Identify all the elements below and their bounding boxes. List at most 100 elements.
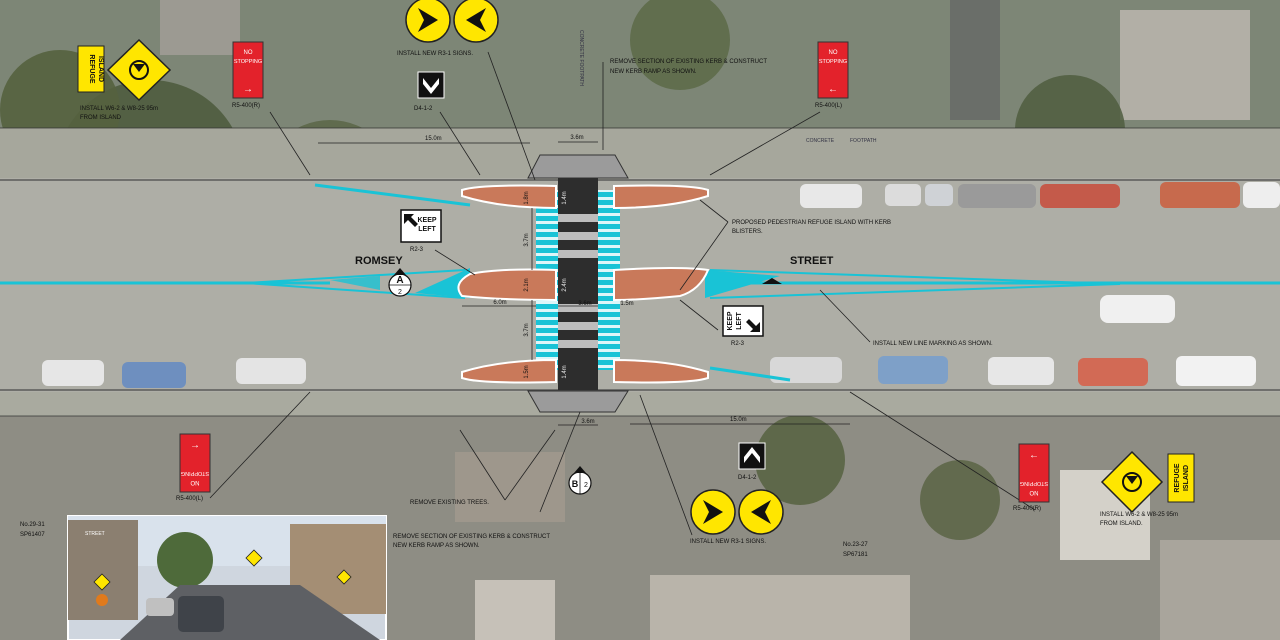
crossing-stripe: [558, 214, 598, 222]
no-stopping-plate: [179, 433, 211, 493]
refuge-plate-right-line1: REFUGE: [1174, 463, 1181, 493]
leader: [819, 289, 871, 343]
refuge-island-sign-right: REFUGE ISLAND: [1100, 450, 1195, 514]
leader: [439, 111, 481, 176]
blister-south-west: [461, 358, 557, 384]
d4-plate: [417, 71, 445, 99]
d4-1-2-sign-top: [417, 71, 445, 99]
parked-car: [236, 358, 306, 384]
crossing-stripe: [558, 340, 598, 348]
leader: [849, 391, 1036, 511]
leader: [699, 199, 729, 223]
refuge-plate-right-line2: ISLAND: [1183, 465, 1190, 491]
chevron-right-icon: [418, 8, 438, 32]
crossing-stripe: [558, 322, 598, 330]
dim-text-21m: 2.1m: [524, 278, 530, 291]
dim-text-15m-bottom: 15.0m: [730, 417, 747, 423]
note-kerb-top-1: REMOVE SECTION OF EXISTING KERB & CONSTR…: [610, 59, 767, 65]
crossing-stripe: [558, 232, 598, 240]
chevron-hatch-west-small: [330, 276, 380, 290]
arrow-right-icon: →: [243, 84, 253, 95]
north-building-3: [1120, 10, 1250, 120]
no-stopping-line1-inverted: NO: [1029, 489, 1038, 495]
parked-car: [42, 360, 104, 386]
parked-car: [1078, 358, 1148, 386]
note-line-marking: INSTALL NEW LINE MARKING AS SHOWN.: [873, 341, 993, 347]
approach-line-nw: [314, 183, 471, 207]
note-install-w62-right-1: INSTALL W6-2 & W8-25 95m: [1100, 512, 1178, 518]
south-building-1: [455, 452, 565, 522]
note-install-r31-top: INSTALL NEW R3-1 SIGNS.: [397, 51, 473, 57]
keep-left-line1: KEEP: [727, 311, 734, 330]
refuge-island-sign-left: REFUGE ISLAND: [77, 38, 172, 102]
section-marker-b[interactable]: B 2: [568, 466, 592, 495]
r3-1-signs-bottom: [690, 489, 784, 535]
keep-left-line1: KEEP: [417, 217, 436, 224]
leader: [434, 249, 476, 276]
leader-lines: [209, 51, 1036, 536]
label-d4-top: D4-1-2: [414, 106, 433, 112]
no-stopping-sign-bottom-left: → STOPPING NO: [179, 433, 211, 493]
parked-cars: [42, 182, 1280, 388]
crossing-dark-band: [558, 178, 598, 390]
pedestrian-warning-icon: [1122, 472, 1142, 492]
photo-pedestrian-sign: [93, 573, 111, 591]
keep-left-sign-right: KEEP LEFT: [722, 305, 764, 337]
photo-car: [146, 598, 174, 616]
dim-text-60m: 6.0m: [493, 300, 506, 306]
chevron-down-icon: [423, 78, 439, 94]
dimension-text: 15.0m 3.6m 3.6m 3.6m 15.0m 6.0m 1.5m 3.7…: [425, 135, 747, 425]
approach-line-se: [709, 366, 791, 382]
label-lot-left-2: SP61407: [20, 532, 45, 538]
kerb-ramp-south: [527, 390, 629, 413]
no-stopping-sign-top-right: NO STOPPING ←: [817, 41, 849, 99]
note-remove-trees: REMOVE EXISTING TREES.: [410, 500, 489, 506]
no-stopping-line2: STOPPING: [819, 59, 847, 65]
keep-left-line2: LEFT: [736, 312, 743, 330]
taper-east-lower: [709, 283, 1121, 299]
label-lot-right-2: SP67181: [843, 552, 868, 558]
label-r5-400l-top: R5-400(L): [815, 103, 842, 109]
refuge-islands: [457, 184, 710, 384]
leader: [209, 391, 311, 499]
taper-west-upper: [244, 269, 466, 284]
crossing-stripe: [558, 304, 598, 312]
south-building-5: [475, 580, 555, 640]
leader: [487, 51, 536, 181]
label-concrete-footpath-vertical: CONCRETE FOOTPATH: [578, 30, 584, 86]
photo-pedestrian-sign: [245, 549, 263, 567]
parked-car: [1160, 182, 1240, 208]
chevron-right-icon: [703, 500, 723, 524]
dim-text-36m-bottom: 3.6m: [581, 419, 594, 425]
pedestrian-warning-figure: [1126, 476, 1138, 484]
label-lot-right-1: No.23-27: [843, 542, 868, 548]
street-name-left: ROMSEY: [355, 255, 403, 267]
arrow-left-icon: ←: [828, 84, 838, 95]
taper-west-lower: [244, 282, 466, 299]
north-building-1: [160, 0, 240, 55]
island-east: [613, 267, 710, 302]
arrow-right-icon: →: [190, 440, 200, 451]
street-photo-inset[interactable]: STREET: [67, 515, 387, 640]
label-footpath: FOOTPATH: [850, 138, 877, 144]
dim-text-24m: 2.4m: [562, 278, 568, 291]
d4-1-2-sign-bottom: [738, 442, 766, 470]
section-marker-a-sheet: 2: [398, 289, 402, 296]
leader: [709, 111, 821, 176]
label-r5-400r-top: R5-400(R): [232, 103, 260, 109]
keep-left-line2: LEFT: [418, 226, 436, 233]
parked-car: [1176, 356, 1256, 386]
note-kerb-bottom-1: REMOVE SECTION OF EXISTING KERB & CONSTR…: [393, 534, 550, 540]
pedestrian-warning-icon: [129, 60, 149, 80]
refuge-plate-left: [77, 45, 105, 93]
dim-text-36m-top: 3.6m: [570, 135, 583, 141]
dimension-lines: [318, 141, 850, 426]
parked-car: [770, 357, 842, 383]
section-marker-a[interactable]: A 2: [388, 268, 412, 297]
photo-road-sign: [96, 594, 108, 606]
leader: [679, 221, 729, 291]
taper-east-upper: [709, 269, 1121, 285]
kerb-ramp-north: [527, 154, 629, 179]
